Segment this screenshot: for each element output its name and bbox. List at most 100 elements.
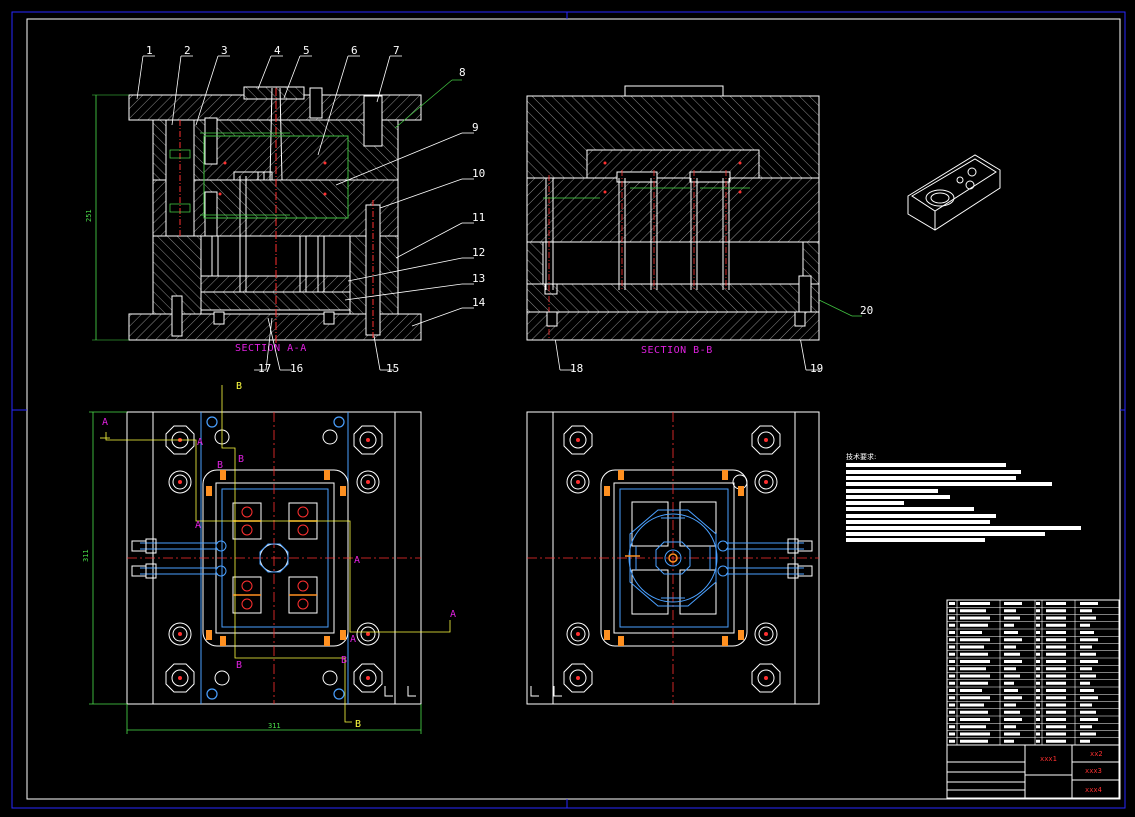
bom-cell-text — [1004, 623, 1014, 627]
bom-cell-text — [1004, 718, 1022, 721]
bom-cell-text — [1080, 660, 1098, 663]
part-numbers: 1 2 3 4 5 6 7 8 9 10 11 12 13 14 15 16 1… — [146, 44, 873, 375]
bom-cell-text — [1004, 674, 1020, 678]
part-label-14: 14 — [472, 296, 486, 309]
bom-cell-text — [960, 725, 986, 729]
bom-cell-text — [1004, 732, 1020, 736]
bom-cell-text — [949, 739, 955, 743]
bom-cell-text — [1036, 660, 1040, 663]
bom-cell-text — [1004, 689, 1018, 692]
cut-letter-b-6: B — [355, 719, 361, 730]
part-label-18: 18 — [570, 362, 583, 375]
bom-cell-text — [1036, 732, 1040, 736]
bom-cell-text — [1036, 681, 1040, 685]
bom-cell-text — [1004, 616, 1020, 620]
bom-cell-text — [1004, 638, 1022, 642]
bom-cell-text — [949, 689, 955, 692]
bom-cell-text — [1036, 667, 1040, 671]
bom-cell-text — [1046, 725, 1066, 729]
bom-cell-text — [1046, 602, 1066, 605]
bom-cell-text — [1004, 602, 1022, 605]
part-isometric-view — [907, 154, 1001, 231]
dimension-width-plan: 311 — [268, 722, 281, 730]
bom-cell-text — [960, 696, 990, 700]
bom-cell-text — [1036, 616, 1040, 620]
bom-cell-text — [960, 623, 988, 627]
bom-cell-text — [949, 681, 955, 685]
bom-cell-text — [1036, 609, 1040, 613]
bom-cell-text — [960, 631, 982, 634]
section-bb-view: SECTION B-B — [526, 85, 820, 356]
bom-cell-text — [1036, 718, 1040, 721]
part-label-9: 9 — [472, 121, 479, 134]
bom-cell-text — [949, 696, 955, 700]
bom-cell-text — [1046, 710, 1066, 714]
bom-cell-text — [1004, 652, 1020, 656]
bom-cell-text — [960, 652, 988, 656]
plan-view-fixed-half: A A A A A A B B B B B B 311 311 — [82, 381, 456, 734]
bom-cell-text — [1046, 674, 1066, 678]
bom-cell-text — [949, 609, 955, 613]
bom-cell-text — [960, 718, 990, 721]
bom-cell-text — [1004, 667, 1016, 671]
cut-letter-a-4: A — [354, 555, 360, 566]
section-aa-view: 251 SECTION A-A — [85, 86, 422, 354]
technical-notes: 技术要求: — [846, 452, 1081, 542]
bom-cell-text — [1080, 710, 1096, 714]
title-block: xxx1 xxx3 xxx4 xx2 — [946, 744, 1120, 799]
bom-cell-text — [1004, 710, 1020, 714]
bom-cell-text — [960, 674, 990, 678]
cut-letter-b-3: B — [217, 460, 223, 471]
bom-cell-text — [1080, 616, 1096, 620]
bom-cell-text — [1004, 645, 1016, 649]
bom-cell-text — [1046, 681, 1066, 685]
bom-cell-text — [1046, 616, 1066, 620]
bom-cell-text — [1080, 638, 1098, 642]
cut-letter-a-2: A — [197, 437, 203, 448]
bom-cell-text — [949, 638, 955, 642]
bom-cell-text — [960, 616, 990, 620]
bom-cell-text — [949, 631, 955, 634]
bom-cell-text — [1080, 674, 1096, 678]
bom-cell-text — [960, 681, 988, 685]
bom-cell-text — [960, 739, 988, 743]
bom-cell-text — [1046, 652, 1066, 656]
cut-letter-b-2: B — [238, 454, 244, 465]
bom-cell-text — [949, 725, 955, 729]
bom-cell-text — [1036, 739, 1040, 743]
part-label-20: 20 — [860, 304, 873, 317]
cut-letter-b-1: B — [236, 381, 242, 392]
bom-cell-text — [960, 710, 988, 714]
bom-cell-text — [1046, 631, 1066, 634]
cut-letter-a-5: A — [350, 634, 356, 645]
leader-green — [394, 79, 862, 317]
cut-letter-a-6: A — [450, 609, 456, 620]
bom-cell-text — [1046, 703, 1066, 707]
bom-cell-text — [1080, 739, 1090, 743]
title-cell-3: xxx4 — [1085, 786, 1102, 794]
title-cell-4: xx2 — [1090, 750, 1103, 758]
part-label-19: 19 — [810, 362, 823, 375]
title-cell-2: xxx3 — [1085, 767, 1102, 775]
bom-cell-text — [1046, 645, 1066, 649]
part-label-4: 4 — [274, 44, 281, 57]
sheet-frame — [11, 11, 1126, 809]
bom-cell-text — [949, 674, 955, 678]
bom-cell-text — [1004, 681, 1014, 685]
bom-cell-text — [960, 732, 990, 736]
part-label-3: 3 — [221, 44, 228, 57]
bom-cell-text — [960, 638, 990, 642]
part-label-7: 7 — [393, 44, 400, 57]
bom-cell-text — [1004, 739, 1014, 743]
bom-cell-text — [960, 660, 990, 663]
bom-cell-text — [1046, 623, 1066, 627]
cut-letter-a-3: A — [195, 520, 201, 531]
bom-cell-text — [1080, 623, 1090, 627]
part-label-5: 5 — [303, 44, 310, 57]
part-label-15: 15 — [386, 362, 399, 375]
bom-cell-text — [960, 667, 986, 671]
bom-cell-text — [1080, 718, 1098, 721]
part-label-8: 8 — [459, 66, 466, 79]
bom-cell-text — [1080, 732, 1096, 736]
bom-cell-text — [1036, 645, 1040, 649]
